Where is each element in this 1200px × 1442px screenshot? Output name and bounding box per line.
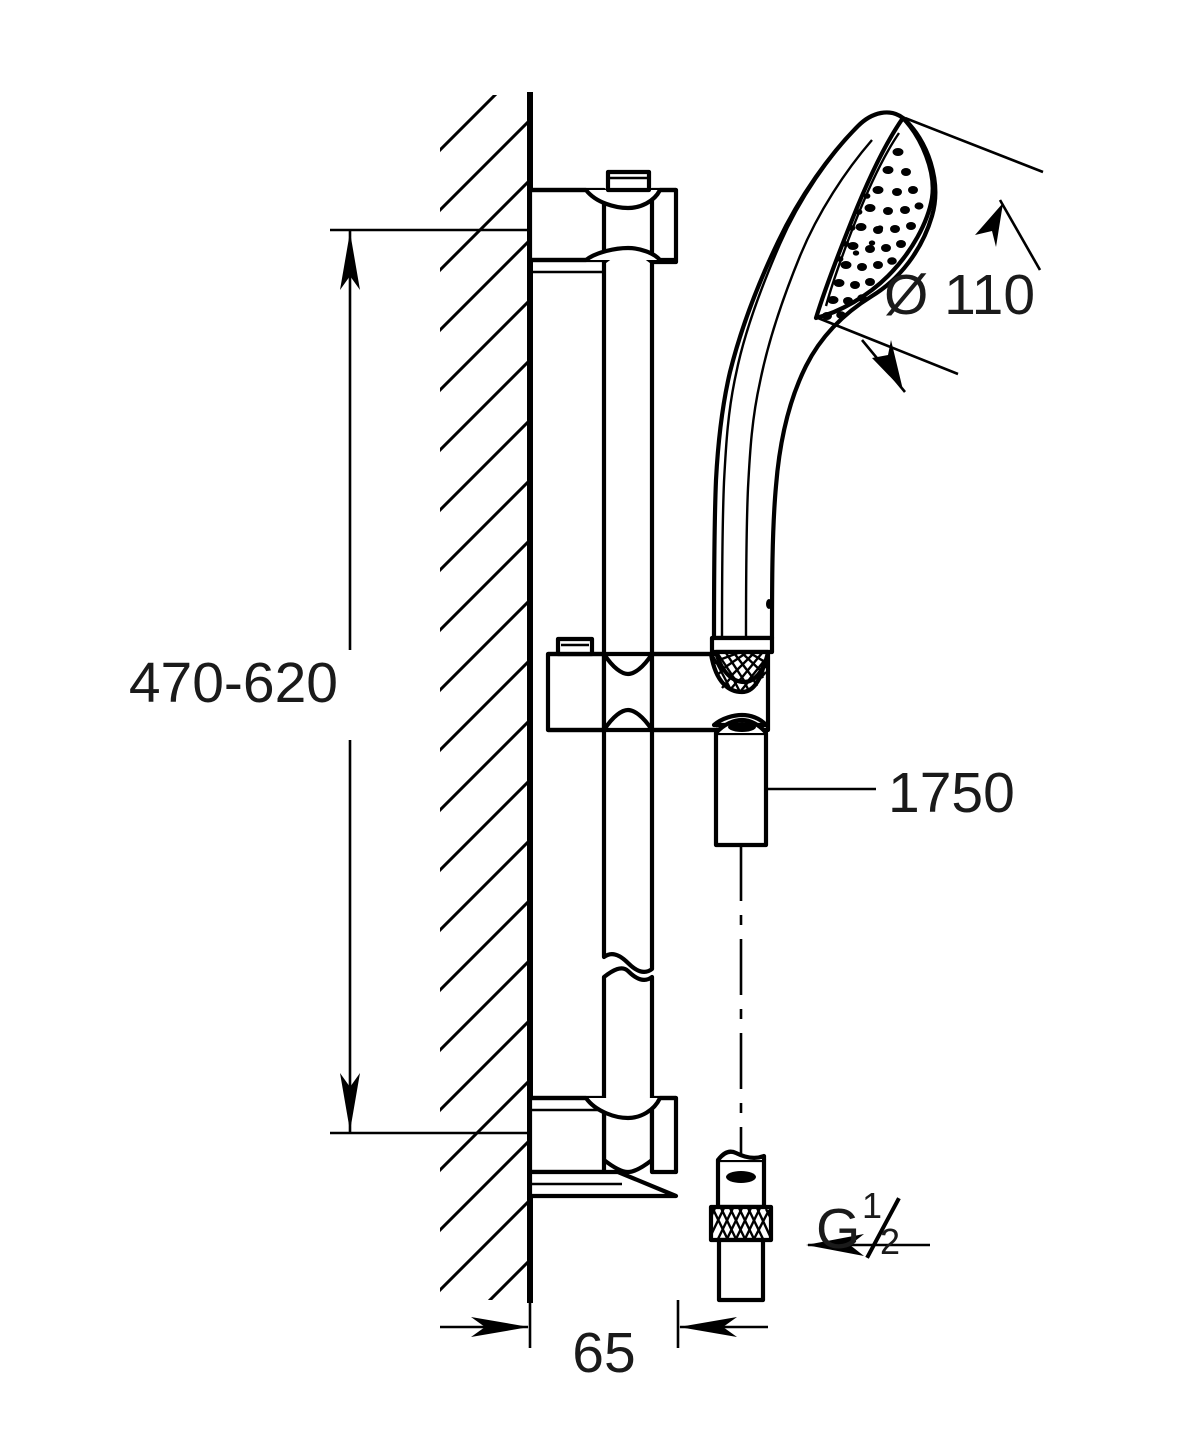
- dimension-hose-length: 1750: [766, 761, 1015, 825]
- thread-label-main: G: [816, 1197, 860, 1261]
- shower-hose: [713, 717, 769, 1210]
- rail-height-label: 470-620: [129, 651, 338, 715]
- bottom-wall-bracket: [527, 1095, 679, 1199]
- hand-shower-knurled-collar: [709, 635, 775, 685]
- arrow-offset-right: [679, 1317, 737, 1337]
- thread-label-denominator: 2: [880, 1221, 900, 1262]
- hose-length-label: 1750: [888, 761, 1015, 825]
- hose-seal-marker: [726, 1171, 756, 1183]
- arrow-up: [340, 232, 360, 290]
- adjustable-hand-shower-holder: [545, 636, 771, 733]
- hose-fitting-marker: [728, 722, 756, 732]
- arrow-diag-lower: [872, 340, 903, 390]
- head-diameter-label: Ø 110: [884, 263, 1035, 327]
- dimension-thread-size: G 1 2: [806, 1185, 930, 1262]
- spray-nozzles: [822, 148, 924, 320]
- fraction-slash: [865, 1197, 901, 1259]
- arrow-diag-upper: [975, 203, 1003, 247]
- arrow-thread-leader: [806, 1234, 864, 1256]
- arrow-offset-left: [471, 1317, 529, 1337]
- dimension-head-diameter: Ø 110: [817, 116, 1044, 393]
- top-wall-bracket: [527, 169, 679, 274]
- thread-label-numerator: 1: [862, 1185, 882, 1226]
- hand-shower-head: [709, 110, 938, 685]
- wall-offset-label: 65: [572, 1321, 635, 1385]
- dimension-rail-height: 470-620: [129, 228, 530, 1135]
- wall-hatch-lines: [440, 95, 530, 1300]
- shower-rail-tube: [601, 247, 655, 1175]
- dimension-wall-offset: 65: [440, 1300, 768, 1385]
- hose-end-connector-nut: [708, 1204, 774, 1303]
- arrow-down: [340, 1073, 360, 1131]
